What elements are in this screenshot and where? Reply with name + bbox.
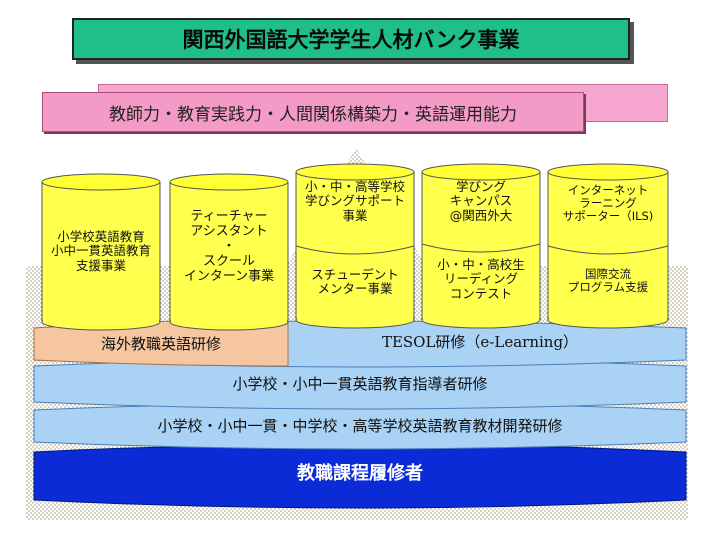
program-line: プログラム支援 — [567, 280, 649, 295]
program-line: スクール — [202, 253, 255, 269]
program-line: @関西外大 — [449, 207, 513, 223]
program-line: ・ — [222, 238, 236, 254]
cylinder-teacher-assistant — [169, 173, 289, 331]
program-learning-campus-top: 学びング キャンパス @関西外大 — [422, 179, 540, 223]
program-line: アシスタント — [190, 223, 268, 239]
program-line: 支援事業 — [75, 257, 126, 273]
program-learning-campus-bottom: 小・中・高校生 リーディング コンテスト — [422, 257, 540, 301]
program-line: 小中一貫英語教育 — [50, 243, 151, 259]
program-line: スチューデント — [311, 267, 399, 282]
program-line: 学びングサポート — [304, 193, 405, 209]
program-line: 国際交流 — [585, 267, 631, 281]
competency-banner: 教師力・教育実践力・人間関係構築力・英語運用能力 — [42, 92, 584, 132]
program-learning-support-top: 小・中・高等学校 学びングサポート 事業 — [296, 179, 414, 223]
program-line: メンター事業 — [317, 281, 393, 297]
program-learning-support-bottom: スチューデント メンター事業 — [296, 267, 414, 297]
title-banner: 関西外国語大学学生人材バンク事業 — [72, 18, 630, 60]
program-elementary-english: 小学校英語教育 小中一貫英語教育 支援事業 — [42, 229, 160, 273]
material-training-label: 小学校・小中一貫・中学校・高等学校英語教育教材開発研修 — [157, 417, 563, 435]
program-line: 小学校英語教育 — [57, 229, 145, 244]
title-text: 関西外国語大学学生人材バンク事業 — [182, 28, 520, 52]
program-line: インターン事業 — [183, 268, 275, 284]
program-line: インターネット — [567, 183, 649, 197]
program-line: キャンパス — [449, 193, 513, 209]
cylinder-elementary-english — [41, 173, 161, 331]
base-layer-label: 教職課程履修者 — [297, 463, 423, 484]
program-internet-learning-bottom: 国際交流 プログラム支援 — [548, 267, 668, 295]
program-line: 事業 — [342, 207, 368, 223]
program-line: 学びング — [455, 179, 506, 194]
program-line: サポーター（ILS) — [562, 209, 654, 224]
program-line: コンテスト — [449, 285, 513, 301]
leader-training-label: 小学校・小中一貫英語教育指導者研修 — [232, 375, 488, 393]
competency-text: 教師力・教育実践力・人間関係構築力・英語運用能力 — [109, 104, 517, 125]
program-line: リーディング — [443, 271, 519, 287]
tesol-training-label: TESOL研修（e-Learning） — [381, 333, 579, 351]
cylinder-learning-support — [295, 163, 415, 329]
program-line: 小・中・高校生 — [437, 257, 525, 272]
program-line: 小・中・高等学校 — [304, 179, 405, 194]
program-teacher-assistant: ティーチャー アシスタント ・ スクール インターン事業 — [170, 209, 288, 285]
cylinder-internet-learning — [547, 163, 669, 329]
program-line: ラーニング — [579, 196, 637, 211]
program-internet-learning-top: インターネット ラーニング サポーター（ILS) — [548, 183, 668, 224]
program-line: ティーチャー — [190, 209, 268, 224]
cylinder-learning-campus — [421, 163, 541, 329]
overseas-training-label: 海外教職英語研修 — [100, 335, 221, 353]
